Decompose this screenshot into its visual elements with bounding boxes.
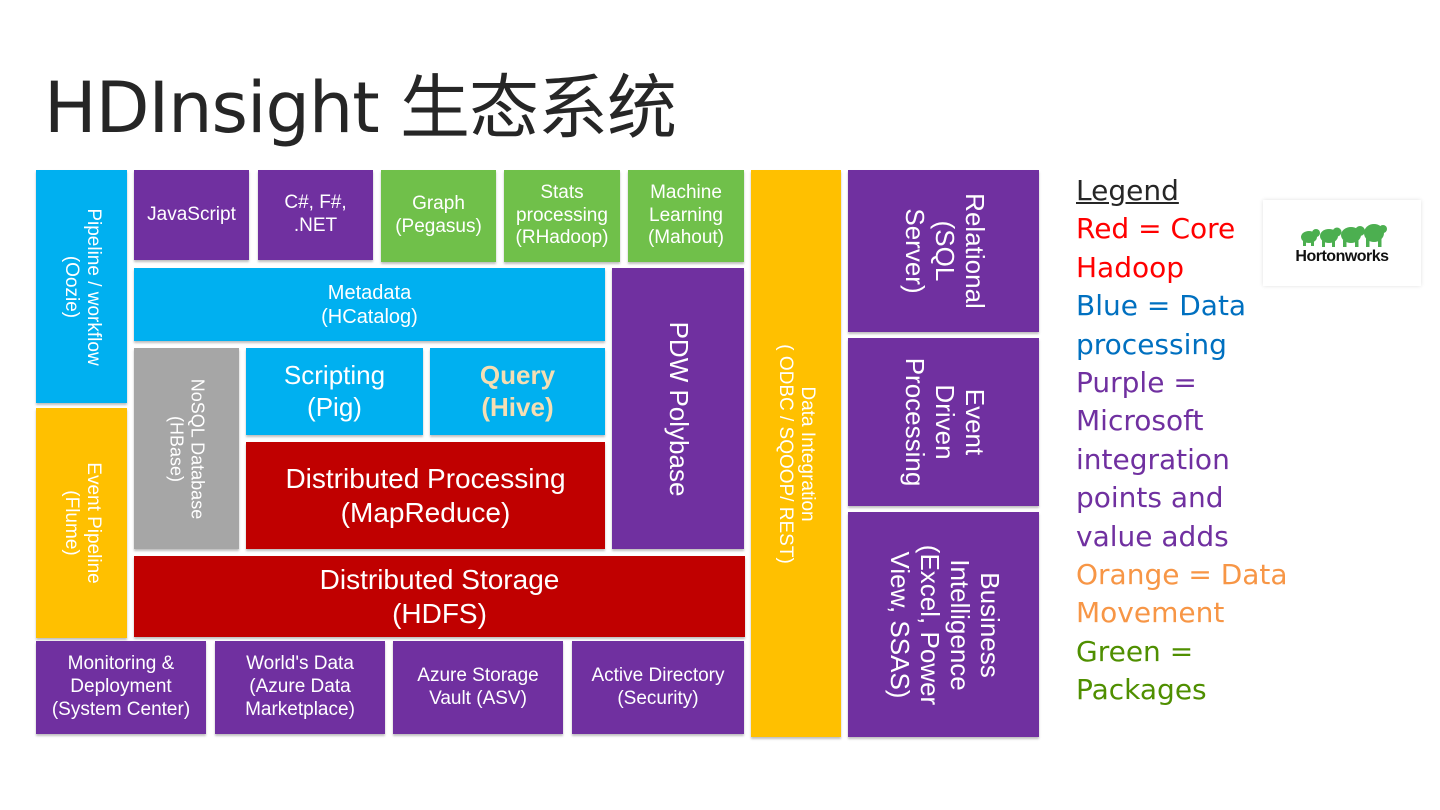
- legend-heading: Legend: [1076, 174, 1179, 207]
- worlds-data-box: World's Data (Azure Data Marketplace): [215, 641, 385, 734]
- pdw-polybase-box: PDW Polybase: [612, 268, 744, 549]
- relational-box: Relational (SQL Server): [848, 170, 1039, 332]
- legend-item-purple: Purple = Microsoft integration points an…: [1076, 366, 1230, 553]
- pipeline-workflow-label: Pipeline / workflow (Oozie): [60, 207, 104, 366]
- query-box: Query (Hive): [430, 348, 605, 435]
- metadata-box: Metadata (HCatalog): [134, 268, 605, 341]
- event-driven-processing-box: Event Driven Processing: [848, 338, 1039, 506]
- page-title: HDInsight 生态系统: [44, 67, 677, 149]
- scripting-box: Scripting (Pig): [246, 348, 423, 435]
- data-integration-box: Data Integration ( ODBC / SQOOP/ REST): [751, 170, 841, 737]
- pipeline-workflow-box: Pipeline / workflow (Oozie): [36, 170, 127, 403]
- active-directory-box: Active Directory (Security): [572, 641, 744, 734]
- azure-storage-vault-box: Azure Storage Vault (ASV): [393, 641, 563, 734]
- hortonworks-logo-text: Hortonworks: [1295, 248, 1389, 265]
- data-integration-label: Data Integration ( ODBC / SQOOP/ REST): [775, 343, 818, 564]
- distributed-processing-box: Distributed Processing (MapReduce): [246, 442, 605, 549]
- javascript-box: JavaScript: [134, 170, 249, 260]
- legend: Legend Red = Core Hadoop Blue = Data pro…: [1076, 172, 1296, 710]
- distributed-storage-box: Distributed Storage (HDFS): [134, 556, 745, 637]
- event-pipeline-label: Event Pipeline (Flume): [60, 462, 104, 584]
- legend-item-red: Red = Core Hadoop: [1076, 212, 1236, 284]
- graph-box: Graph (Pegasus): [381, 170, 496, 262]
- business-intelligence-box: Business Intelligence (Excel, Power View…: [848, 512, 1039, 737]
- business-intelligence-label: Business Intelligence (Excel, Power View…: [884, 544, 1005, 705]
- legend-item-orange: Orange = Data Movement: [1076, 558, 1288, 630]
- legend-item-green: Green = Packages: [1076, 634, 1207, 707]
- machine-learning-box: Machine Learning (Mahout): [628, 170, 744, 262]
- nosql-database-box: NoSQL Database (HBase): [134, 348, 239, 549]
- pdw-polybase-label: PDW Polybase: [663, 321, 694, 496]
- elephant-herd-icon: [1301, 224, 1387, 247]
- relational-label: Relational (SQL Server): [899, 193, 990, 309]
- nosql-database-label: NoSQL Database (HBase): [166, 378, 208, 519]
- stats-processing-box: Stats processing (RHadoop): [504, 170, 620, 262]
- monitoring-deployment-box: Monitoring & Deployment (System Center): [36, 641, 206, 734]
- hortonworks-logo: Hortonworks: [1263, 200, 1421, 286]
- csharp-box: C#, F#, .NET: [258, 170, 373, 260]
- event-pipeline-box: Event Pipeline (Flume): [36, 408, 127, 638]
- event-driven-processing-label: Event Driven Processing: [899, 357, 990, 487]
- legend-item-blue: Blue = Data processing: [1076, 289, 1247, 361]
